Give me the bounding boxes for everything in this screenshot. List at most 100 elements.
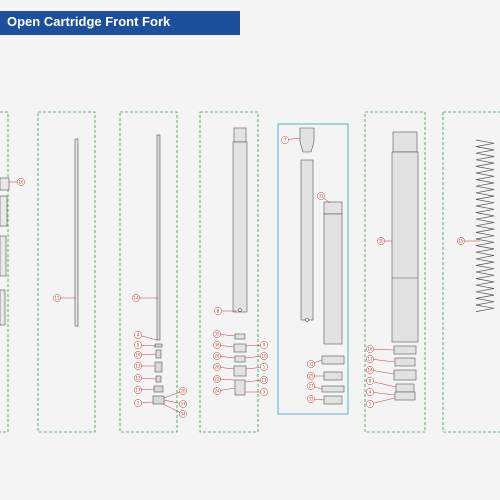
rod-valve [155,349,162,359]
cartridge-rod-part [152,134,165,405]
inner-bushing [321,355,345,365]
callout-label: 2 [137,400,140,405]
left-part-tube [0,235,7,277]
callout-circle [134,386,142,394]
left-part-body [0,195,8,227]
callout-label: 10 [261,353,267,358]
callout-label: 16 [18,179,24,184]
title-bar: Open Cartridge Front Fork [0,11,240,35]
callout-label: 19 [458,238,464,243]
callout-label: 11 [54,295,60,300]
outer-washer [394,391,416,401]
callout-label: 4 [137,332,140,337]
callout-label: 32 [308,361,314,366]
callout-circle [260,341,268,349]
group-cartridge-outline [199,111,259,433]
callout-circle [134,362,142,370]
inner-tube-top [323,201,343,215]
callout-circle [281,136,289,144]
callout-label: 37 [180,401,186,406]
inner-cap [299,127,315,153]
rod-piston [154,361,163,373]
callout-circle [260,352,268,360]
callout-circle [179,400,187,408]
callout-leader-line [369,397,396,405]
callout-circle [134,399,142,407]
callout-label: 27 [308,383,314,388]
callout-label: 7 [284,137,287,142]
callout-circle [260,388,268,396]
callout-circle [179,387,187,395]
callout-label: 36 [214,342,220,347]
callout-circle [377,237,385,245]
outer-tube [391,151,419,343]
callout-circle [317,192,325,200]
callout-circle [366,366,374,374]
outer-seal [393,345,417,355]
callout-label: 8 [369,378,372,383]
callout-label: 1 [263,364,266,369]
callout-circle [307,395,315,403]
cartridge-top-cap [233,127,247,143]
group-left-partial-outline [0,111,9,433]
callout-leader-line [369,391,396,396]
callout-circle [132,294,140,302]
callout-label: 13 [135,363,141,368]
outer-bushing [393,369,417,381]
callout-label: 14 [367,367,373,372]
callout-label: 30 [378,238,384,243]
callout-label: 24 [214,388,220,393]
cartridge-base [234,379,246,396]
group-cartridge-rod-outline [119,111,178,433]
inner-seal [323,371,343,381]
callout-circle [214,307,222,315]
inner-tube [323,213,343,345]
inner-rod [300,159,314,321]
callout-label: 11 [367,356,373,361]
callout-label: 31 [318,193,324,198]
cartridge-port [238,308,242,312]
spring-part [475,139,495,312]
cartridge-piston [233,365,247,377]
callout-circle [260,363,268,371]
inner-washer [323,395,343,405]
callout-circle [213,341,221,349]
callout-leader-line [369,380,397,388]
callout-circle [17,178,25,186]
callout-circle [366,400,374,408]
callout-circle [457,237,465,245]
callout-circle [260,376,268,384]
cartridge-seal [234,333,246,340]
callout-label: 5 [369,401,372,406]
damper-rod-part [74,138,79,327]
rod-base [152,395,165,405]
cartridge-rod [156,134,161,341]
callout-circle [366,345,374,353]
callout-label: 26 [214,364,220,369]
callout-label: 34 [180,411,186,416]
cartridge-valve [233,343,247,353]
callout-label: 19 [135,352,141,357]
callout-label: 4 [369,389,372,394]
group-inner-tube-frame [277,123,349,415]
inner-tube-parts [299,127,345,405]
outer-ring [394,357,416,367]
group-outlines [0,111,500,433]
spring-coil [475,139,495,312]
rod-shim [153,385,164,393]
callout-label: 16 [367,346,373,351]
callout-label: 8 [217,308,220,313]
callout-label: 12 [135,375,141,380]
callout-label: 5 [137,342,140,347]
callout-label: 20 [180,388,186,393]
callout-leader-line [369,348,395,351]
callout-circle [366,388,374,396]
callout-circle [179,410,187,418]
callout-circle [134,341,142,349]
group-outer-tube-outline [364,111,426,433]
callout-circle [213,330,221,338]
callout-circle [134,331,142,339]
callout-label: 25 [308,373,314,378]
callout-circle [366,355,374,363]
